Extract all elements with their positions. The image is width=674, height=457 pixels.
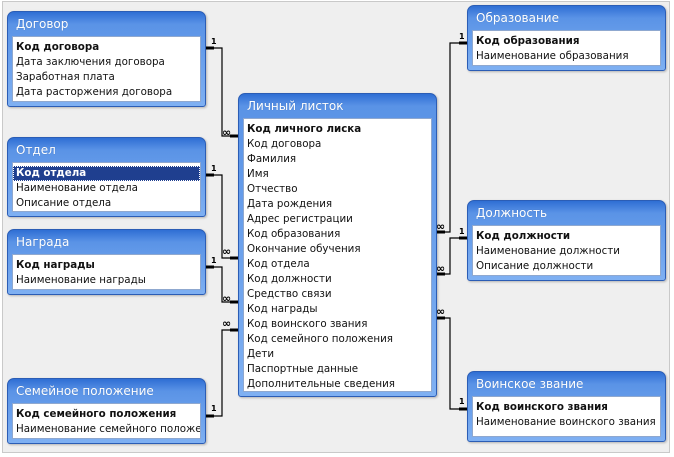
table-field[interactable]: Заработная плата [16,71,115,83]
table-field[interactable]: Адрес регистрации [247,213,353,225]
primary-key-field[interactable]: Код награды [16,259,95,271]
primary-key-field[interactable]: Код личного лиска [247,123,362,135]
table-field[interactable]: Наименование награды [16,274,146,286]
table-title[interactable]: Должность [476,206,548,220]
table-field[interactable]: Дата заключения договора [16,56,165,68]
table-field[interactable]: Фамилия [247,153,297,165]
cardinality-many-dogovor: ∞ [222,126,232,139]
table-field[interactable]: Наименование воинского звания [476,416,656,428]
cardinality-many-voinskoe: ∞ [436,305,446,318]
table-title[interactable]: Награда [16,235,70,249]
cardinality-one-dogovor: 1 [211,37,217,46]
cardinality-one-obrazovanie: 1 [459,32,465,41]
table-semeinoe[interactable]: Семейное положение Код семейного положен… [7,378,206,444]
table-field[interactable]: Код отдела [247,258,310,270]
primary-key-field[interactable]: Код семейного положения [16,408,177,420]
table-field[interactable]: Дата рождения [247,198,333,210]
table-field[interactable]: Код образования [247,228,341,240]
primary-key-field[interactable]: Код воинского звания [476,401,608,413]
cardinality-many-nagrada: ∞ [222,292,232,305]
primary-key-field[interactable]: Код образования [476,35,580,47]
primary-key-field[interactable]: Код отдела [13,166,200,181]
table-title[interactable]: Отдел [16,143,56,157]
table-title[interactable]: Семейное положение [16,384,154,398]
table-field[interactable]: Имя [247,168,269,180]
table-field[interactable]: Наименование должности [476,245,620,257]
table-field[interactable]: Дополнительные сведения [247,378,395,390]
table-field[interactable]: Описание должности [476,260,594,272]
table-field[interactable]: Описание отдела [16,197,112,209]
cardinality-one-dolzhnost: 1 [459,227,465,236]
relation-line-obrazovanie [436,42,468,233]
table-title[interactable]: Договор [16,17,69,31]
table-field[interactable]: Наименование семейного положения [16,423,200,435]
table-field[interactable]: Отчество [247,183,298,195]
table-title[interactable]: Личный листок [247,99,344,113]
cardinality-one-otdel: 1 [211,164,217,173]
table-field[interactable]: Паспортные данные [247,363,359,375]
cardinality-many-dolzhnost: ∞ [436,262,446,275]
cardinality-one-voinskoe: 1 [459,397,465,406]
table-title[interactable]: Образование [476,11,559,25]
cardinality-many-semeinoe: ∞ [222,317,232,330]
table-field[interactable]: Дата расторжения договора [16,86,173,98]
table-field[interactable]: Код награды [247,303,318,315]
relation-line-voinskoe [436,317,468,410]
table-field[interactable]: Код должности [247,273,332,285]
table-field[interactable]: Код воинского звания [247,318,368,330]
cardinality-one-semeinoe: 1 [211,404,217,413]
table-field[interactable]: Код договора [247,138,322,150]
table-field[interactable]: Дети [247,348,275,360]
table-field[interactable]: Наименование отдела [16,182,138,194]
cardinality-many-otdel: ∞ [222,245,232,258]
cardinality-many-obrazovanie: ∞ [436,220,446,233]
primary-key-field[interactable]: Код должности [476,230,571,242]
cardinality-one-nagrada: 1 [211,256,217,265]
table-field[interactable]: Код семейного положения [247,333,393,345]
table-field[interactable]: Наименование образования [476,50,629,62]
relation-line-dogovor [205,47,239,137]
table-title[interactable]: Воинское звание [476,377,584,391]
primary-key-field[interactable]: Код договора [16,41,100,53]
table-field[interactable]: Средство связи [247,288,332,300]
table-field[interactable]: Окончание обучения [247,243,361,255]
